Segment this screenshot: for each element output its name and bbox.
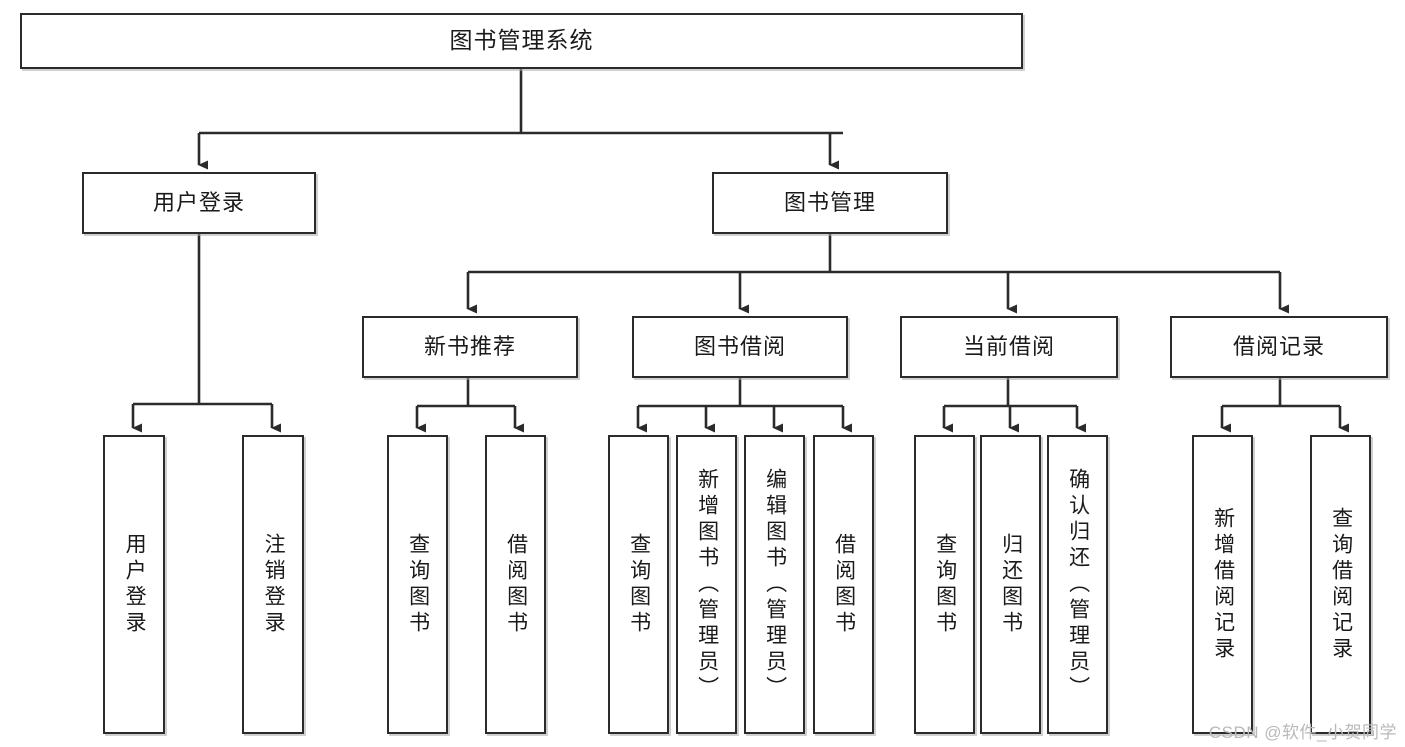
leaf-user-login[interactable]: 用户登录 — [103, 435, 165, 734]
leaf-borrow-book-new[interactable]: 借阅图书 — [485, 435, 546, 734]
node-label: 查询图书 — [406, 532, 430, 637]
node-label: 图书管理系统 — [449, 27, 594, 54]
node-label: 注销登录 — [262, 532, 286, 637]
leaf-confirm-return-admin[interactable]: 确认归还（管理员） — [1047, 435, 1108, 734]
node-label: 图书借阅 — [693, 333, 786, 359]
node-new-book-recommend[interactable]: 新书推荐 — [362, 316, 578, 378]
leaf-query-book-new[interactable]: 查询图书 — [387, 435, 448, 734]
leaf-logout[interactable]: 注销登录 — [242, 435, 304, 734]
node-book-borrow[interactable]: 图书借阅 — [632, 316, 848, 378]
node-label: 归还图书 — [999, 532, 1023, 637]
node-label: 新增图书（管理员） — [695, 467, 719, 702]
node-root-book-management-system[interactable]: 图书管理系统 — [20, 13, 1023, 69]
node-borrow-record[interactable]: 借阅记录 — [1170, 316, 1388, 378]
leaf-return-book[interactable]: 归还图书 — [980, 435, 1041, 734]
leaf-query-book-current[interactable]: 查询图书 — [914, 435, 975, 734]
node-label: 查询图书 — [627, 532, 651, 637]
node-user-login[interactable]: 用户登录 — [82, 172, 316, 234]
node-label: 借阅图书 — [504, 532, 528, 637]
node-label: 借阅记录 — [1232, 333, 1325, 359]
node-label: 编辑图书（管理员） — [763, 467, 787, 702]
node-label: 当前借阅 — [962, 333, 1055, 359]
node-label: 新增借阅记录 — [1211, 506, 1235, 663]
leaf-add-borrow-record[interactable]: 新增借阅记录 — [1192, 435, 1253, 734]
node-book-management[interactable]: 图书管理 — [712, 172, 948, 234]
leaf-edit-book-admin[interactable]: 编辑图书（管理员） — [744, 435, 805, 734]
node-current-borrow[interactable]: 当前借阅 — [900, 316, 1118, 378]
leaf-add-book-admin[interactable]: 新增图书（管理员） — [676, 435, 737, 734]
node-label: 确认归还（管理员） — [1066, 467, 1090, 702]
leaf-borrow-book[interactable]: 借阅图书 — [813, 435, 874, 734]
node-label: 新书推荐 — [423, 333, 516, 359]
leaf-query-borrow-record[interactable]: 查询借阅记录 — [1310, 435, 1371, 734]
node-label: 图书管理 — [783, 189, 876, 215]
node-label: 用户登录 — [123, 532, 147, 637]
node-label: 用户登录 — [152, 189, 245, 215]
node-label: 借阅图书 — [832, 532, 856, 637]
node-label: 查询图书 — [933, 532, 957, 637]
node-label: 查询借阅记录 — [1329, 506, 1353, 663]
leaf-query-book-borrow[interactable]: 查询图书 — [608, 435, 669, 734]
csdn-watermark: CSDN @软件_小贺同学 — [1208, 723, 1397, 742]
